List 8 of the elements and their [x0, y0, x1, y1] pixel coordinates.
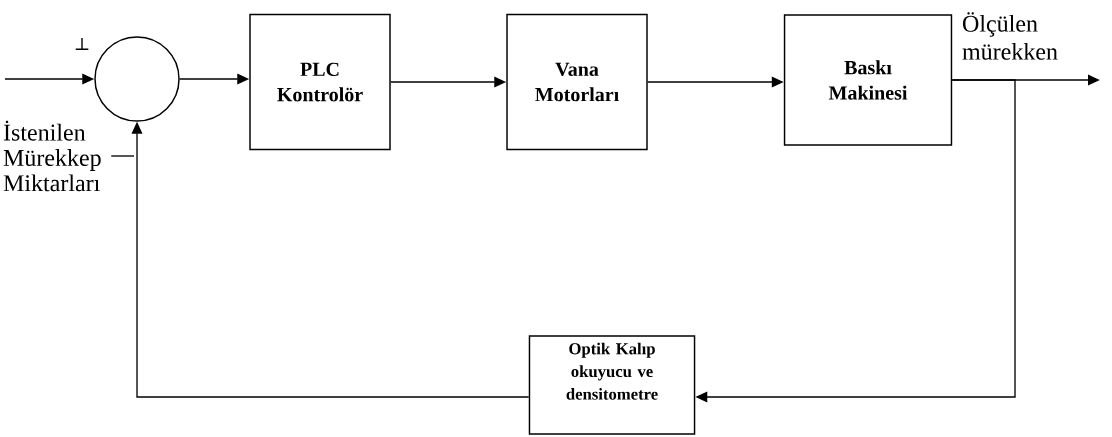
leader-line — [110, 155, 135, 157]
output-label: Ölçülen mürekken — [962, 12, 1058, 60]
process-box: PLC Kontrolör — [249, 13, 391, 151]
summing-junction — [94, 36, 180, 122]
process-box: Vana Motorları — [506, 13, 648, 151]
input-label: İstenilen Mürekkep Miktarları — [3, 120, 101, 192]
process-box: Optik Kalıp okuyucu ve densitometre — [528, 335, 696, 435]
process-box: Baskı Makinesi — [783, 14, 953, 146]
